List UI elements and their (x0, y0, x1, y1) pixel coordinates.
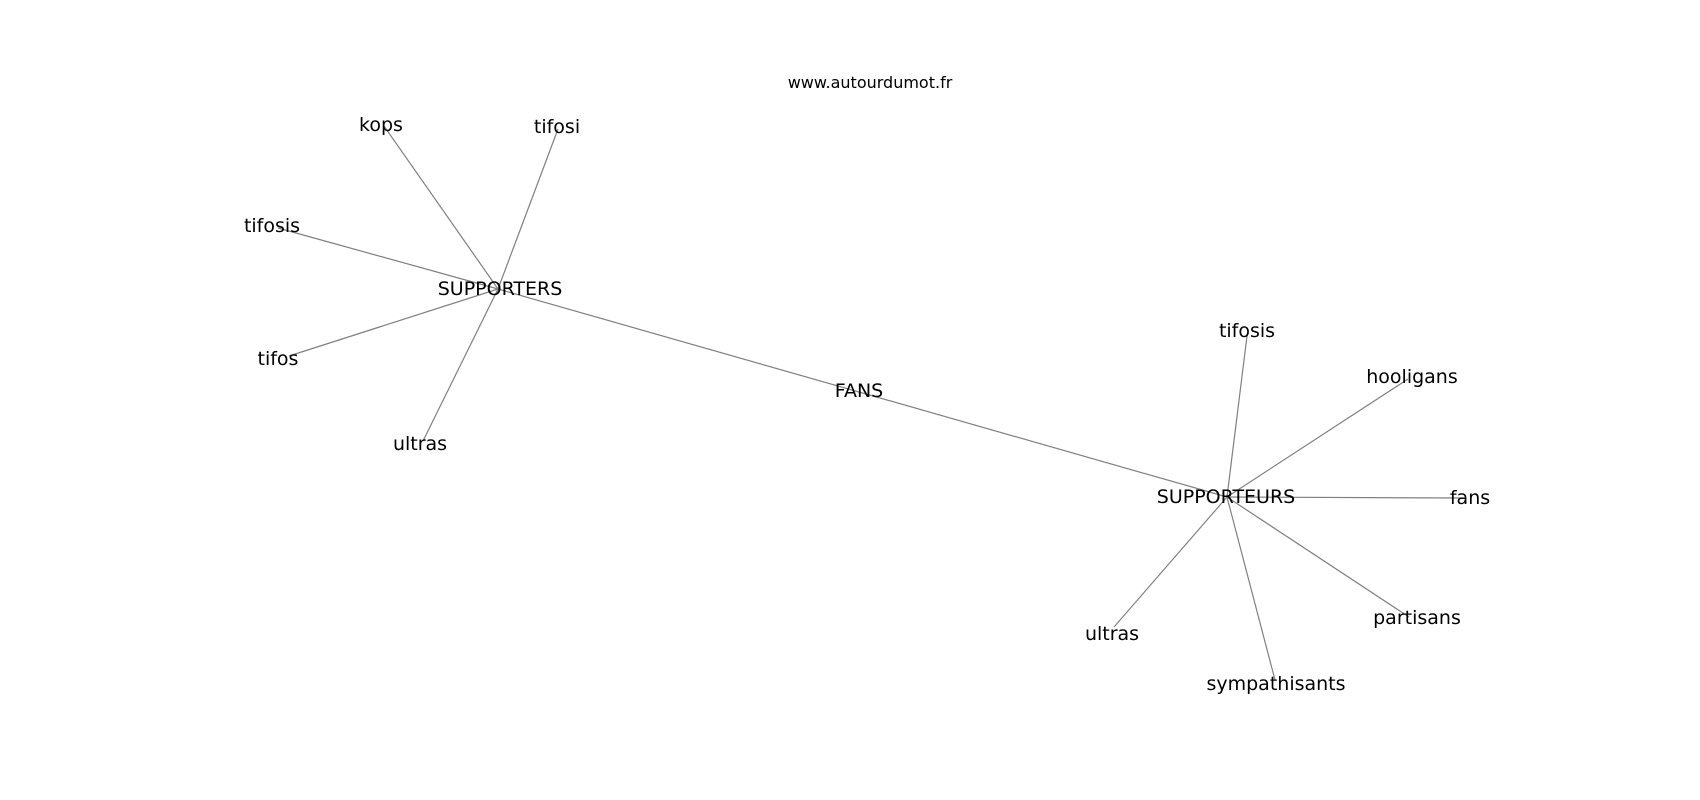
node-label-fans-center[interactable]: FANS (835, 380, 883, 402)
node-label-tifosis-right[interactable]: tifosis (1219, 320, 1275, 342)
node-label-partisans[interactable]: partisans (1373, 607, 1461, 629)
nodes-layer: FANS SUPPORTERS SUPPORTEURS kops tifosi tifos… (244, 114, 1490, 695)
node-label-tifosis-left[interactable]: tifosis (244, 215, 300, 237)
site-watermark: www.autourdumot.fr (788, 73, 953, 92)
edge-supporteurs-partisans (1226, 496, 1410, 618)
node-label-kops[interactable]: kops (359, 114, 403, 136)
node-label-ultras-left[interactable]: ultras (393, 433, 447, 455)
edge-supporteurs-fans_right (1226, 496, 1464, 499)
edge-supporters-kops (383, 125, 499, 290)
node-label-ultras-right[interactable]: ultras (1085, 623, 1139, 645)
edge-supporters-tifos (288, 288, 499, 357)
node-label-supporteurs[interactable]: SUPPORTEURS (1157, 486, 1295, 508)
node-label-supporters[interactable]: SUPPORTERS (438, 278, 563, 300)
node-label-tifosi[interactable]: tifosi (534, 116, 580, 138)
edge-supporteurs-hooligans (1226, 378, 1409, 498)
edge-supporters-tifosi (497, 128, 559, 290)
node-label-tifos[interactable]: tifos (258, 348, 299, 370)
edge-supporters-supporteurs (497, 288, 1228, 498)
edge-supporteurs-tifosis_right (1226, 335, 1248, 498)
edges-layer (277, 125, 1464, 681)
node-label-fans-right[interactable]: fans (1450, 487, 1490, 509)
edge-supporters-ultras_left (422, 288, 499, 442)
edge-supporteurs-ultras_right (1113, 496, 1228, 628)
edge-supporteurs-sympathisants (1226, 496, 1276, 681)
node-label-sympathisants[interactable]: sympathisants (1206, 673, 1345, 695)
edge-supporters-tifosis_left (277, 227, 499, 290)
node-label-hooligans[interactable]: hooligans (1366, 366, 1458, 388)
